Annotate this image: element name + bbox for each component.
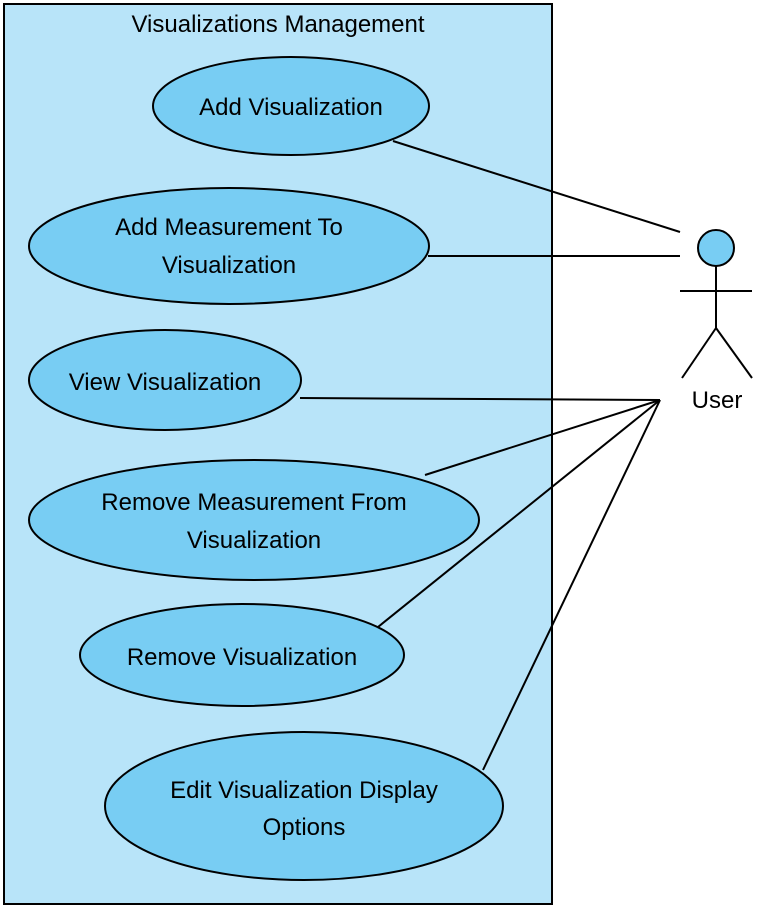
association-remove-measurement bbox=[424, 399, 661, 476]
system-title: Visualizations Management bbox=[131, 11, 424, 38]
use-case-label: Visualization bbox=[162, 252, 296, 279]
association-remove-visualization bbox=[377, 399, 661, 628]
actor-right-leg bbox=[715, 327, 753, 379]
use-case-view-visualization[interactable]: View Visualization bbox=[28, 329, 302, 431]
use-case-ellipse bbox=[152, 56, 430, 156]
use-case-remove-measurement-from-visualization[interactable]: Remove Measurement From Visualization bbox=[28, 459, 480, 581]
use-case-remove-visualization[interactable]: Remove Visualization bbox=[79, 603, 405, 707]
association-view-visualization bbox=[299, 397, 661, 401]
use-case-label: Options bbox=[263, 814, 346, 841]
use-case-edit-visualization-display-options[interactable]: Edit Visualization Display Options bbox=[104, 731, 504, 881]
use-case-label: View Visualization bbox=[69, 369, 262, 396]
associations bbox=[299, 140, 681, 771]
use-case-label: Add Measurement To bbox=[115, 214, 343, 241]
actor-user[interactable]: User bbox=[680, 229, 753, 414]
use-case-label: Remove Visualization bbox=[127, 644, 357, 671]
actor-head-icon bbox=[697, 229, 735, 267]
use-case-add-measurement-to-visualization[interactable]: Add Measurement To Visualization bbox=[28, 187, 430, 305]
use-case-label: Remove Measurement From bbox=[101, 489, 406, 516]
association-add-visualization bbox=[392, 140, 681, 233]
use-case-label: Add Visualization bbox=[199, 94, 383, 121]
actor-name: User bbox=[692, 387, 743, 414]
association-edit-display-options bbox=[482, 399, 661, 771]
use-case-label: Edit Visualization Display bbox=[170, 777, 438, 804]
actor-left-leg bbox=[681, 327, 717, 379]
use-case-ellipse bbox=[28, 459, 480, 581]
use-case-ellipse bbox=[28, 187, 430, 305]
use-case-ellipse bbox=[79, 603, 405, 707]
use-case-ellipse bbox=[28, 329, 302, 431]
use-case-add-visualization[interactable]: Add Visualization bbox=[152, 56, 430, 156]
use-case-ellipse bbox=[104, 731, 504, 881]
use-case-label: Visualization bbox=[187, 527, 321, 554]
